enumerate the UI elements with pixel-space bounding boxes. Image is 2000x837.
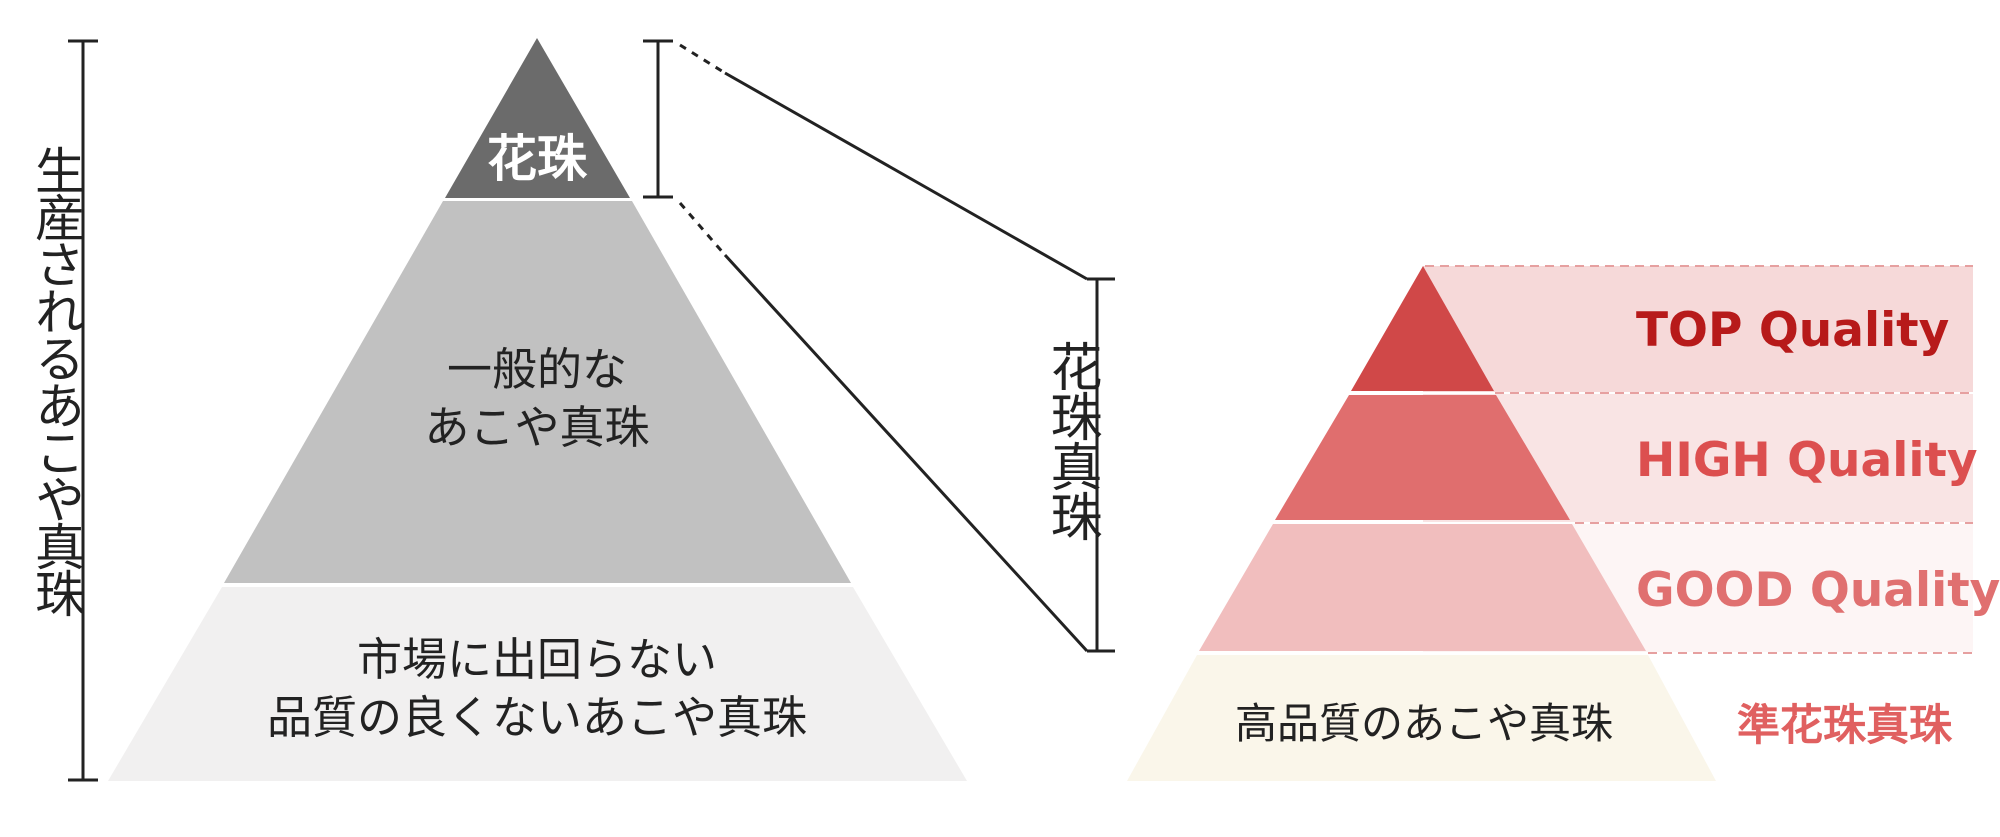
zoom-connector-lines (678, 43, 1089, 653)
right-pyramid-tier-good (1199, 524, 1646, 651)
hanadama-small-bracket (643, 39, 673, 199)
top-quality-label: TOP Quality (1636, 303, 1949, 358)
left-pyramid-label-line: 市場に出回らない (357, 633, 717, 686)
left-pyramid-label-line: 花珠 (487, 130, 588, 188)
left-pyramid-label-hanadama: 花珠 (487, 130, 588, 188)
good-quality-label: GOOD Quality (1636, 563, 2000, 618)
left-pyramid-label-line: 一般的な (447, 343, 627, 396)
left-pyramid-tier-low-quality (108, 587, 967, 781)
right-pyramid-dashed-guides (1425, 265, 1973, 654)
right-pyramid-tier-base (1127, 655, 1716, 781)
right-pyramid-tier-top (1351, 266, 1494, 391)
left-vertical-label: 生産されるあこや真珠 (27, 145, 85, 615)
hanadama-bracket (1087, 277, 1115, 653)
right-pyramid-band-top (1423, 266, 1973, 392)
right-pyramid: TOP Quality HIGH Quality GOOD Quality 高品… (1127, 265, 2000, 781)
left-height-bracket (68, 39, 98, 782)
left-pyramid-label-line: あこや真珠 (424, 401, 649, 454)
left-pyramid: 花珠 一般的なあこや真珠 市場に出回らない品質の良くないあこや真珠 (108, 38, 967, 781)
left-pyramid-tier-general (224, 201, 851, 583)
left-pyramid-label-line: 品質の良くないあこや真珠 (267, 691, 807, 744)
hanadama-vertical-label: 花珠真珠 (1041, 340, 1101, 540)
jun-hanadama-label: 準花珠真珠 (1737, 701, 1953, 751)
right-pyramid-tier-high (1275, 395, 1570, 520)
right-pyramid-base-label: 高品質のあこや真珠 (1235, 699, 1613, 748)
left-pyramid-label-general: 一般的なあこや真珠 (424, 343, 649, 454)
high-quality-label: HIGH Quality (1636, 433, 1978, 488)
left-pyramid-tier-hanadama (445, 38, 630, 198)
left-pyramid-label-low-quality: 市場に出回らない品質の良くないあこや真珠 (267, 633, 807, 744)
